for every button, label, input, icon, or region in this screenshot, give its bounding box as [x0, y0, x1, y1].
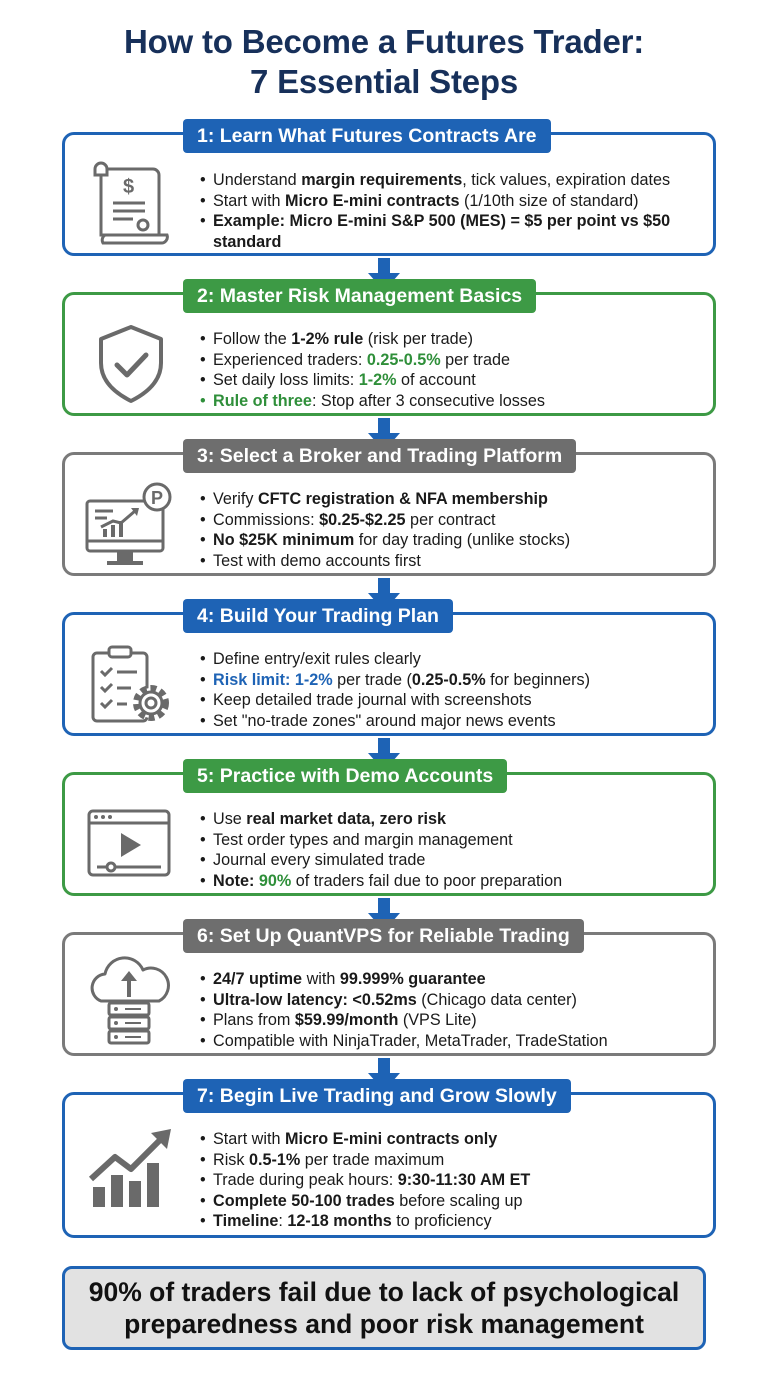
step-4-bullet-1: Define entry/exit rules clearly — [200, 649, 701, 670]
step-7-bullet-4: Complete 50-100 trades before scaling up — [200, 1191, 701, 1212]
step-5-bullets: Use real market data, zero risk Test ord… — [200, 809, 701, 891]
step-4-heading: 4: Build Your Trading Plan — [183, 599, 453, 633]
step-1-bullets: Understand margin requirements, tick val… — [200, 170, 701, 252]
svg-text:P: P — [151, 488, 163, 508]
step-1-bullet-2: Start with Micro E-mini contracts (1/10t… — [200, 191, 701, 212]
clipboard-gear-icon — [91, 645, 169, 723]
cloud-server-icon — [90, 956, 170, 1045]
step-2-card: 2: Master Risk Management Basics Follow … — [62, 279, 716, 416]
step-2-bullet-3: Set daily loss limits: 1-2% of account — [200, 370, 701, 391]
step-7-bullet-2: Risk 0.5-1% per trade maximum — [200, 1150, 701, 1171]
step-3-bullet-4: Test with demo accounts first — [200, 551, 701, 572]
growth-chart-icon — [88, 1129, 171, 1207]
step-5-bullet-1: Use real market data, zero risk — [200, 809, 701, 830]
step-3-bullet-1: Verify CFTC registration & NFA membershi… — [200, 489, 701, 510]
step-5-heading: 5: Practice with Demo Accounts — [183, 759, 508, 793]
footer-line-1: 90% of traders fail due to lack of psych… — [88, 1277, 680, 1307]
step-6-bullet-2: Ultra-low latency: <0.52ms (Chicago data… — [200, 990, 701, 1011]
step-7-card: 7: Begin Live Trading and Grow Slowly St… — [62, 1079, 716, 1238]
step-3-bullets: Verify CFTC registration & NFA membershi… — [200, 489, 701, 571]
monitor-chart-icon: P — [85, 482, 172, 565]
video-player-icon — [87, 809, 171, 877]
step-4-bullet-3: Keep detailed trade journal with screens… — [200, 690, 701, 711]
step-5-card: 5: Practice with Demo Accounts Use real … — [62, 759, 716, 896]
step-7-bullet-3: Trade during peak hours: 9:30-11:30 AM E… — [200, 1170, 701, 1191]
step-6-bullets: 24/7 uptime with 99.999% guarantee Ultra… — [200, 969, 701, 1051]
step-5-bullet-4: Note: 90% of traders fail due to poor pr… — [200, 871, 701, 892]
step-7-bullet-5: Timeline: 12-18 months to proficiency — [200, 1211, 701, 1232]
step-1-heading: 1: Learn What Futures Contracts Are — [183, 119, 551, 153]
step-1-bullet-3: Example: Micro E-mini S&P 500 (MES) = $5… — [200, 211, 701, 252]
step-4-bullet-2: Risk limit: 1-2% per trade (0.25-0.5% fo… — [200, 670, 701, 691]
title-line-2: 7 Essential Steps — [249, 63, 519, 100]
step-6-bullet-1: 24/7 uptime with 99.999% guarantee — [200, 969, 701, 990]
step-5-bullet-2: Test order types and margin management — [200, 830, 701, 851]
step-2-bullet-1: Follow the 1-2% rule (risk per trade) — [200, 329, 701, 350]
step-7-heading: 7: Begin Live Trading and Grow Slowly — [183, 1079, 571, 1113]
step-6-bullet-3: Plans from $59.99/month (VPS Lite) — [200, 1010, 701, 1031]
step-3-bullet-2: Commissions: $0.25-$2.25 per contract — [200, 510, 701, 531]
step-6-bullet-4: Compatible with NinjaTrader, MetaTrader,… — [200, 1031, 701, 1052]
step-1-card: 1: Learn What Futures Contracts Are $ Un… — [62, 119, 716, 256]
contract-document-icon: $ — [93, 161, 169, 245]
step-2-bullet-2: Experienced traders: 0.25-0.5% per trade — [200, 350, 701, 371]
step-2-bullet-4: Rule of three: Stop after 3 consecutive … — [200, 391, 701, 412]
footer-line-2: preparedness and poor risk management — [124, 1309, 644, 1339]
step-4-bullet-4: Set "no-trade zones" around major news e… — [200, 711, 701, 732]
page-title: How to Become a Futures Trader: 7 Essent… — [0, 22, 768, 102]
step-5-bullet-3: Journal every simulated trade — [200, 850, 701, 871]
step-7-bullet-1: Start with Micro E-mini contracts only — [200, 1129, 701, 1150]
title-line-1: How to Become a Futures Trader: — [123, 23, 645, 60]
step-1-bullet-1: Understand margin requirements, tick val… — [200, 170, 701, 191]
step-2-heading: 2: Master Risk Management Basics — [183, 279, 537, 313]
step-3-bullet-3: No $25K minimum for day trading (unlike … — [200, 530, 701, 551]
svg-text:$: $ — [123, 176, 134, 198]
step-6-heading: 6: Set Up QuantVPS for Reliable Trading — [183, 919, 584, 953]
step-3-card: 3: Select a Broker and Trading Platform … — [62, 439, 716, 576]
step-4-bullets: Define entry/exit rules clearly Risk lim… — [200, 649, 701, 731]
shield-check-icon — [99, 325, 163, 403]
footer-callout: 90% of traders fail due to lack of psych… — [62, 1266, 706, 1350]
step-2-bullets: Follow the 1-2% rule (risk per trade) Ex… — [200, 329, 701, 411]
step-6-card: 6: Set Up QuantVPS for Reliable Trading … — [62, 919, 716, 1056]
step-4-card: 4: Build Your Trading Plan Define entry/… — [62, 599, 716, 736]
step-7-bullets: Start with Micro E-mini contracts only R… — [200, 1129, 701, 1232]
step-3-heading: 3: Select a Broker and Trading Platform — [183, 439, 577, 473]
